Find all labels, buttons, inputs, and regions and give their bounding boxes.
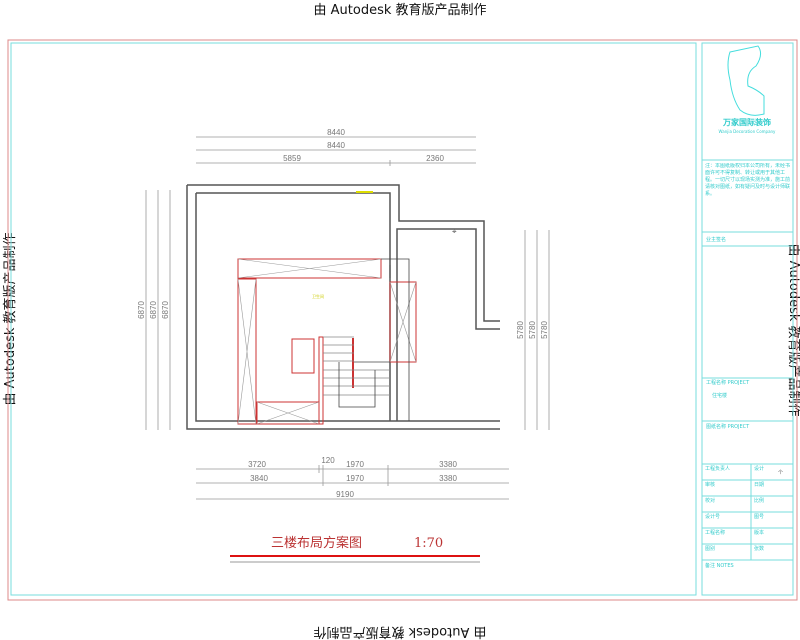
svg-text:校对: 校对 [705, 497, 715, 504]
client-label: 业主签名 [706, 236, 726, 243]
staircase [323, 258, 410, 421]
dim-label: 8440 [327, 128, 345, 137]
beams [237, 258, 417, 425]
dimension-lines [145, 136, 550, 500]
field-row: 审核 日期 [705, 481, 764, 488]
company-name: 万家国际装饰 [722, 117, 771, 127]
project-name-label: 工程名称 PROJECT [706, 379, 750, 386]
svg-text:版本: 版本 [754, 529, 764, 536]
dim-label: 6870 [149, 301, 158, 319]
svg-text:日期: 日期 [754, 482, 764, 488]
field-row: 工程负责人 设计个 [705, 465, 783, 476]
column [291, 338, 315, 374]
dim-label: 5780 [528, 321, 537, 339]
svg-text:设计: 设计 [754, 465, 764, 472]
watermark-bottom: 由 Autodesk 教育版产品制作 [314, 624, 487, 640]
svg-text:审核: 审核 [705, 481, 715, 488]
dim-label: 3840 [250, 474, 268, 483]
drawing-title: 三楼布局方案图 [271, 535, 362, 551]
field-row: 设计号 图号 [705, 513, 764, 520]
title-block-frame [701, 42, 794, 596]
dim-label: 3380 [439, 460, 457, 469]
dim-label: 6870 [137, 301, 146, 319]
inner-frame [10, 42, 697, 596]
svg-text:工程负责人: 工程负责人 [705, 465, 730, 472]
dim-label: 2360 [426, 154, 444, 163]
company-logo-icon [727, 45, 765, 116]
svg-text:图号: 图号 [754, 514, 764, 520]
svg-text:图别: 图别 [705, 545, 715, 552]
dim-label: 1970 [346, 474, 364, 483]
dim-label: 1970 [346, 460, 364, 469]
title-block-fields: 工程负责人 设计个 审核 日期 校对 比例 设计号 图号 工程名称 版本 图别 张数 [702, 465, 793, 561]
svg-text:工程名称: 工程名称 [705, 529, 725, 536]
dim-label: 8440 [327, 141, 345, 150]
field-row: 图别 张数 [705, 545, 764, 552]
svg-text:个: 个 [778, 470, 783, 476]
field-row: 工程名称 版本 [705, 529, 764, 536]
watermark-top: 由 Autodesk 教育版产品制作 [314, 2, 487, 18]
drawing-name-label: 图纸名称 PROJECT [706, 423, 750, 430]
fixture-icon: ⌖ [452, 227, 457, 236]
dim-label: 3720 [248, 460, 266, 469]
dim-label: 5780 [540, 321, 549, 339]
floor-plan: ⌖ 卫生间 [186, 184, 500, 430]
dim-label: 5859 [283, 154, 301, 163]
dim-label: 6870 [161, 301, 170, 319]
svg-text:张数: 张数 [754, 545, 764, 552]
dim-label: 3380 [439, 474, 457, 483]
svg-text:设计号: 设计号 [705, 513, 720, 520]
watermark-left: 由 Autodesk 教育版产品制作 [2, 233, 18, 406]
field-row: 校对 比例 [705, 497, 764, 504]
dim-label: 120 [321, 456, 335, 465]
dimension-labels: 8440 8440 5859 2360 6870 6870 6870 5780 … [137, 128, 549, 499]
title-block-notes: 注：本图纸版权归本公司所有，未经书面许可不得复制、转让或用于其他工程。一切尺寸以… [705, 163, 791, 197]
company-name-en: Wanjia Decoration Company [719, 129, 777, 134]
remarks-label: 备注 NOTES [705, 562, 734, 569]
room-label: 卫生间 [312, 293, 324, 299]
project-name-value: 住宅楼 [712, 392, 727, 399]
drawing-scale: 1:70 [414, 536, 443, 551]
svg-text:比例: 比例 [754, 497, 764, 504]
title-block: 万家国际装饰 Wanjia Decoration Company 注：本图纸版权… [702, 45, 793, 569]
outer-wall [186, 184, 500, 430]
outer-frame [7, 39, 798, 601]
dim-label: 9190 [336, 490, 354, 499]
dim-label: 5780 [516, 321, 525, 339]
